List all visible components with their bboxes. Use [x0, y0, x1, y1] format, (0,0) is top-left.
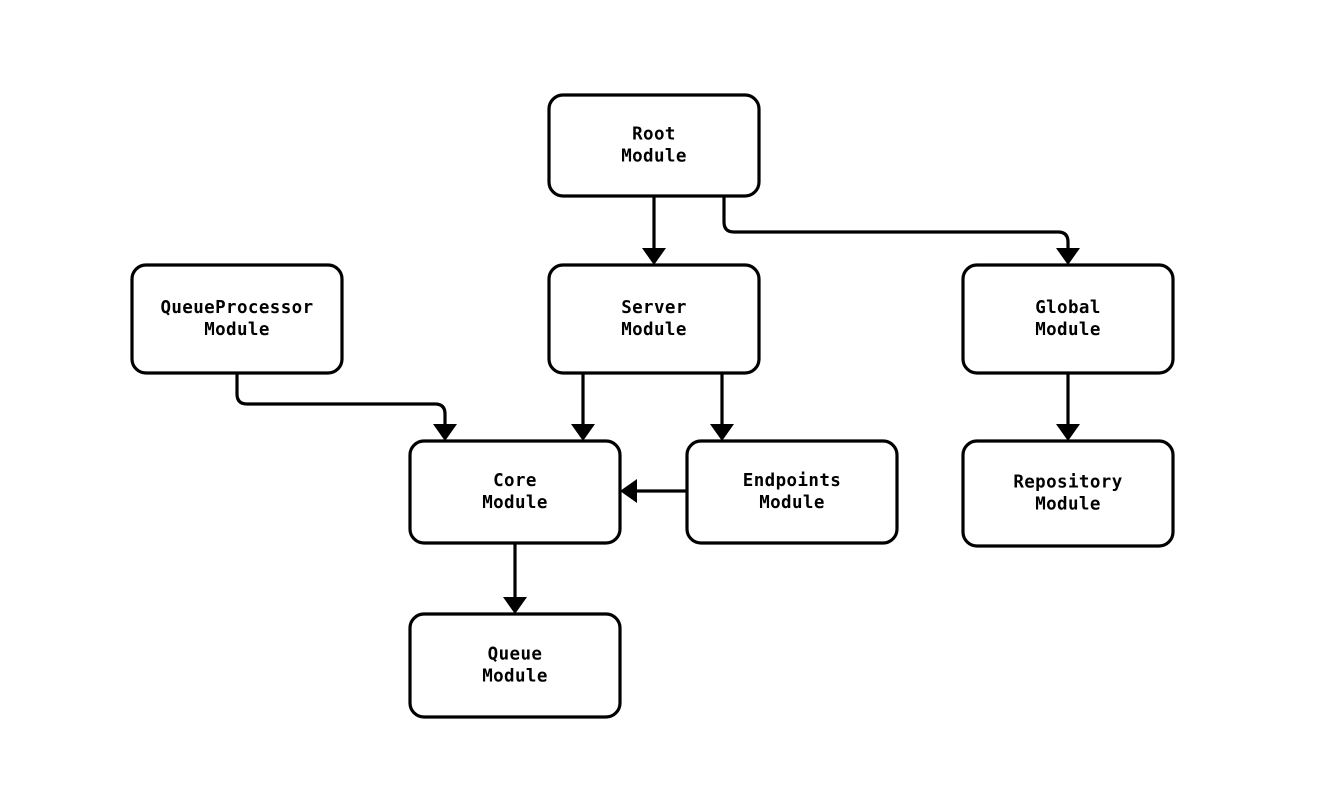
global-module-label-line2: Module — [1035, 320, 1101, 340]
endpoints-module-label-line1: Endpoints — [743, 471, 841, 491]
queueprocessor-module-label-line2: Module — [204, 320, 270, 340]
queue-module-label-line2: Module — [482, 667, 548, 687]
edge-queueprocessor-to-core-line — [235, 373, 447, 432]
core-module-label-line1: Core — [493, 471, 537, 491]
server-module-label-line1: Server — [621, 298, 687, 318]
core-module-label-line2: Module — [482, 493, 548, 513]
edge-queueprocessor-to-core-arrowhead-icon — [433, 424, 457, 441]
edge-server-to-endpoints — [710, 373, 734, 441]
queue-module-box[interactable] — [408, 612, 622, 719]
endpoints-module-box[interactable] — [685, 439, 899, 545]
edge-core-to-queue — [503, 543, 527, 614]
queueprocessor-module-box[interactable] — [130, 263, 344, 375]
edge-queueprocessor-to-core — [235, 373, 457, 441]
edge-root-to-server — [642, 196, 666, 265]
queue-module-label-line1: Queue — [488, 645, 543, 665]
edge-server-to-endpoints-arrowhead-icon — [710, 424, 734, 441]
edge-root-to-global — [722, 196, 1080, 265]
nodes-layer: RootModuleQueueProcessorModuleServerModu… — [130, 93, 1175, 719]
root-module-label-line2: Module — [621, 147, 687, 167]
global-module-label-line1: Global — [1035, 298, 1101, 318]
global-module-box[interactable] — [961, 263, 1175, 375]
repository-module-box[interactable] — [961, 439, 1175, 548]
edges-layer — [235, 196, 1080, 614]
server-module-label-line2: Module — [621, 320, 687, 340]
edge-global-to-repository-arrowhead-icon — [1056, 424, 1080, 441]
core-module-box[interactable] — [408, 439, 622, 545]
edge-server-to-core-arrowhead-icon — [571, 424, 595, 441]
edge-global-to-repository — [1056, 373, 1080, 441]
queueprocessor-module-label-line1: QueueProcessor — [160, 298, 313, 318]
repository-module-label-line2: Module — [1035, 495, 1101, 515]
endpoints-module-label-line2: Module — [759, 493, 825, 513]
edge-root-to-global-line — [722, 196, 1070, 256]
root-module-label-line1: Root — [632, 125, 676, 145]
root-module-box[interactable] — [547, 93, 761, 198]
edge-endpoints-to-core-arrowhead-icon — [620, 479, 637, 503]
repository-module-label-line1: Repository — [1013, 473, 1122, 493]
edge-root-to-server-arrowhead-icon — [642, 248, 666, 265]
edge-core-to-queue-arrowhead-icon — [503, 597, 527, 614]
server-module-box[interactable] — [547, 263, 761, 375]
edge-server-to-core — [571, 373, 595, 441]
edge-root-to-global-arrowhead-icon — [1056, 248, 1080, 265]
edge-endpoints-to-core — [620, 479, 687, 503]
